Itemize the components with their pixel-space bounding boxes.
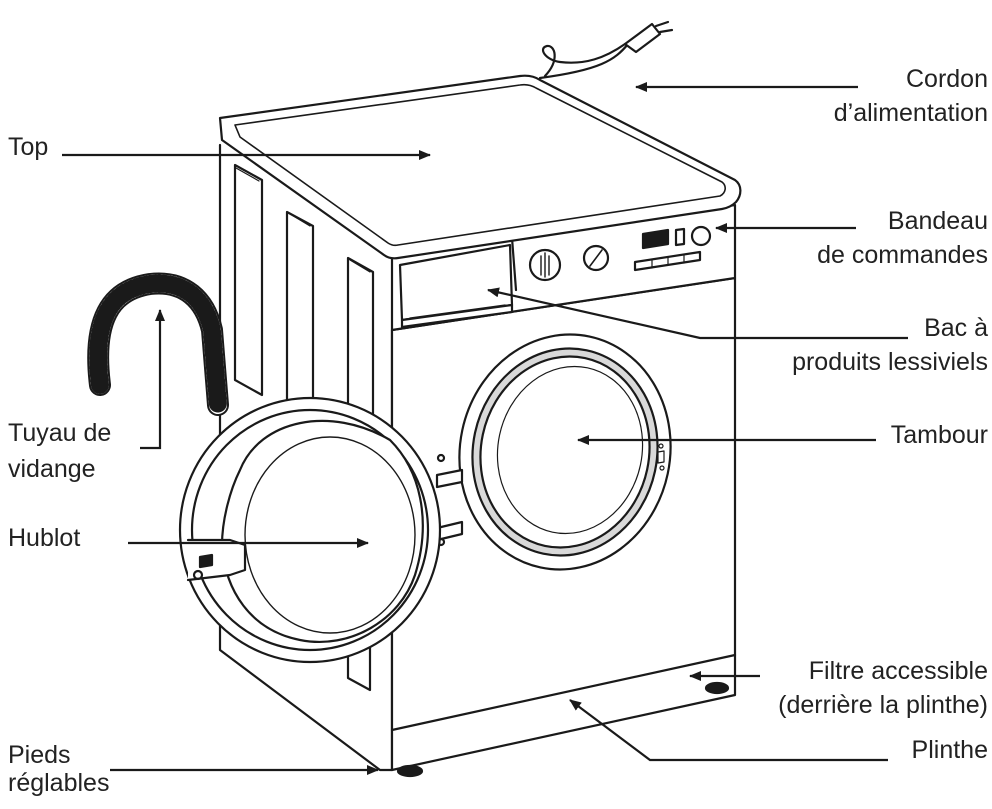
label-filtre-line1: Filtre accessible bbox=[808, 657, 988, 685]
door-hinge-upper bbox=[435, 468, 464, 489]
foot-front-left bbox=[396, 764, 424, 778]
label-pieds-line2: réglables bbox=[8, 769, 110, 797]
drum bbox=[458, 333, 672, 571]
drawer-divider bbox=[510, 236, 518, 292]
door bbox=[178, 396, 442, 664]
label-cordon-line1: Cordon bbox=[906, 65, 988, 93]
leader-plinthe bbox=[569, 699, 888, 762]
label-cordon-line2: d’alimentation bbox=[833, 99, 988, 127]
display-window bbox=[641, 228, 670, 250]
label-plinthe: Plinthe bbox=[911, 736, 988, 764]
label-bac-line1: Bac à bbox=[924, 314, 988, 342]
label-bandeau-line2: de commandes bbox=[817, 241, 988, 269]
program-knob bbox=[528, 248, 562, 282]
label-pieds-line1: Pieds bbox=[8, 741, 71, 769]
label-hublot: Hublot bbox=[8, 524, 81, 552]
label-filtre-line2: (derrière la plinthe) bbox=[778, 691, 988, 719]
label-tuyau-line2: vidange bbox=[8, 455, 96, 483]
power-cord bbox=[538, 20, 674, 80]
leader-tuyau bbox=[140, 309, 165, 450]
selector-button bbox=[690, 225, 712, 247]
label-bac-line2: produits lessiviels bbox=[792, 348, 988, 376]
label-tuyau-line1: Tuyau de bbox=[8, 419, 112, 447]
temperature-knob bbox=[582, 244, 610, 272]
start-button bbox=[674, 227, 686, 247]
foot-front-right bbox=[704, 681, 730, 695]
label-top: Top bbox=[8, 133, 49, 161]
drain-hose bbox=[87, 272, 229, 416]
plinth-edge bbox=[390, 653, 737, 732]
label-bandeau-line1: Bandeau bbox=[887, 207, 988, 235]
leader-bac bbox=[487, 287, 908, 340]
label-tambour: Tambour bbox=[890, 421, 988, 449]
